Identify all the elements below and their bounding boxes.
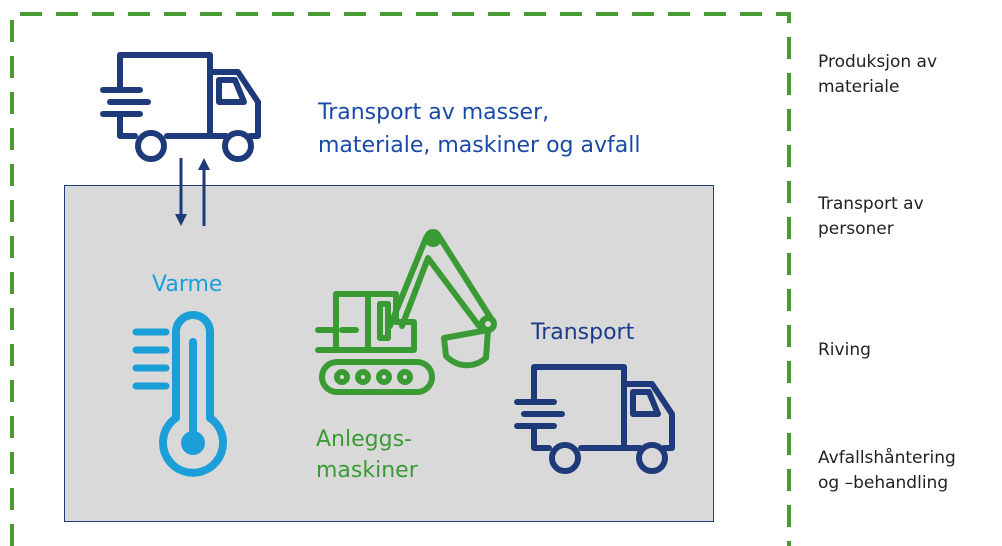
side-item-transport-personer: Transport av personer [818,192,924,242]
transport-heading-line1: Transport av masser, [318,100,550,125]
side-item-riving: Riving [818,338,871,363]
anlegg-line2: maskiner [316,458,418,483]
transport-heading: Transport av masser, materiale, maskiner… [318,96,640,162]
anlegg-line1: Anleggs- [316,427,412,452]
exchange-arrows [175,158,210,226]
thermometer-icon [132,311,227,477]
side-item-transport-line2: personer [818,219,894,239]
side-item-avfall: Avfallshåntering og –behandling [818,446,956,496]
side-item-riving-line1: Riving [818,340,871,360]
transport-label: Transport [531,320,635,345]
excavator-icon [315,229,497,395]
side-item-produksjon-line2: materiale [818,77,900,97]
delivery-truck-icon [514,364,675,474]
side-item-avfall-line1: Avfallshåntering [818,448,956,468]
side-item-produksjon-line1: Produksjon av [818,52,938,72]
varme-label: Varme [152,272,223,297]
side-item-produksjon: Produksjon av materiale [818,50,937,100]
side-item-avfall-line2: og –behandling [818,473,949,493]
side-item-transport-line1: Transport av [818,194,924,214]
delivery-truck-icon [100,52,261,162]
anleggsmaskiner-label: Anleggs- maskiner [316,424,418,486]
transport-heading-line2: materiale, maskiner og avfall [318,133,641,158]
